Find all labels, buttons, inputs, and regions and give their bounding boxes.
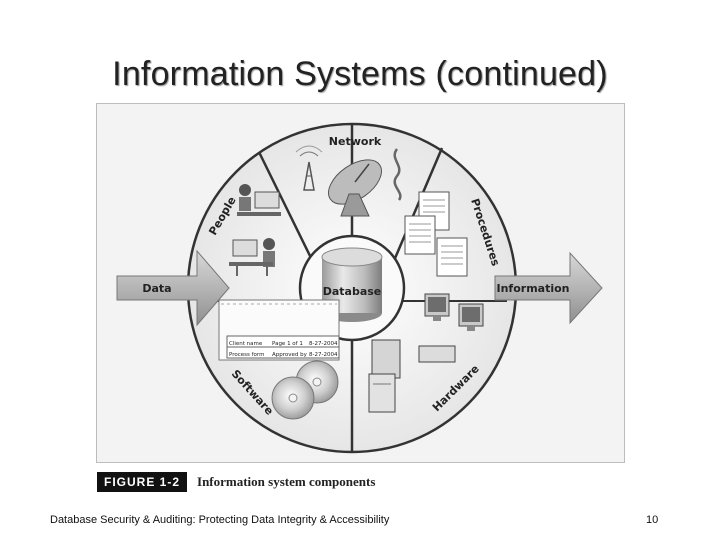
antenna-tower-icon bbox=[295, 145, 323, 191]
person-at-desk-icon bbox=[229, 238, 275, 276]
database-label: Database bbox=[323, 285, 382, 298]
data-arrow: Data bbox=[116, 249, 230, 327]
form-cell: 8-27-2004 bbox=[309, 341, 338, 347]
software-form-icon: Client name Page 1 of 1 8-27-2004 Proces… bbox=[218, 299, 340, 361]
form-cell: Approved by bbox=[272, 352, 308, 358]
computer-tower-icon bbox=[368, 339, 401, 413]
figure-number-badge: FIGURE 1-2 bbox=[97, 472, 188, 492]
figure-caption: FIGURE 1-2 Information system components bbox=[97, 471, 375, 493]
procedure-documents-icon bbox=[404, 191, 468, 277]
page-number: 10 bbox=[646, 514, 659, 526]
person-at-desk-icon bbox=[237, 184, 281, 216]
form-cell: 8-27-2004 bbox=[309, 352, 338, 358]
network-label: Network bbox=[329, 135, 382, 148]
cable-icon bbox=[393, 148, 402, 201]
monitor-icon bbox=[458, 303, 484, 331]
slide-title: Information Systems (continued) bbox=[112, 55, 608, 93]
form-cell: Client name bbox=[229, 341, 263, 347]
data-label: Data bbox=[142, 282, 171, 295]
slide-footer: Database Security & Auditing: Protecting… bbox=[50, 514, 390, 526]
satellite-dish-icon bbox=[328, 159, 382, 217]
cd-disc-icon bbox=[271, 376, 315, 420]
information-arrow: Information bbox=[494, 251, 603, 325]
information-system-diagram: Data Information Database Network bbox=[116, 122, 603, 454]
spoke-upper-left bbox=[257, 151, 315, 263]
monitor-icon bbox=[424, 293, 450, 321]
spoke-upper-right bbox=[391, 147, 444, 264]
form-cell: Process form bbox=[229, 352, 264, 358]
desktop-unit-icon bbox=[418, 345, 456, 363]
form-cell: Page 1 of 1 bbox=[272, 341, 303, 347]
figure-caption-text: Information system components bbox=[197, 474, 376, 489]
figure-frame: Data Information Database Network bbox=[96, 103, 625, 463]
information-label: Information bbox=[497, 282, 570, 295]
